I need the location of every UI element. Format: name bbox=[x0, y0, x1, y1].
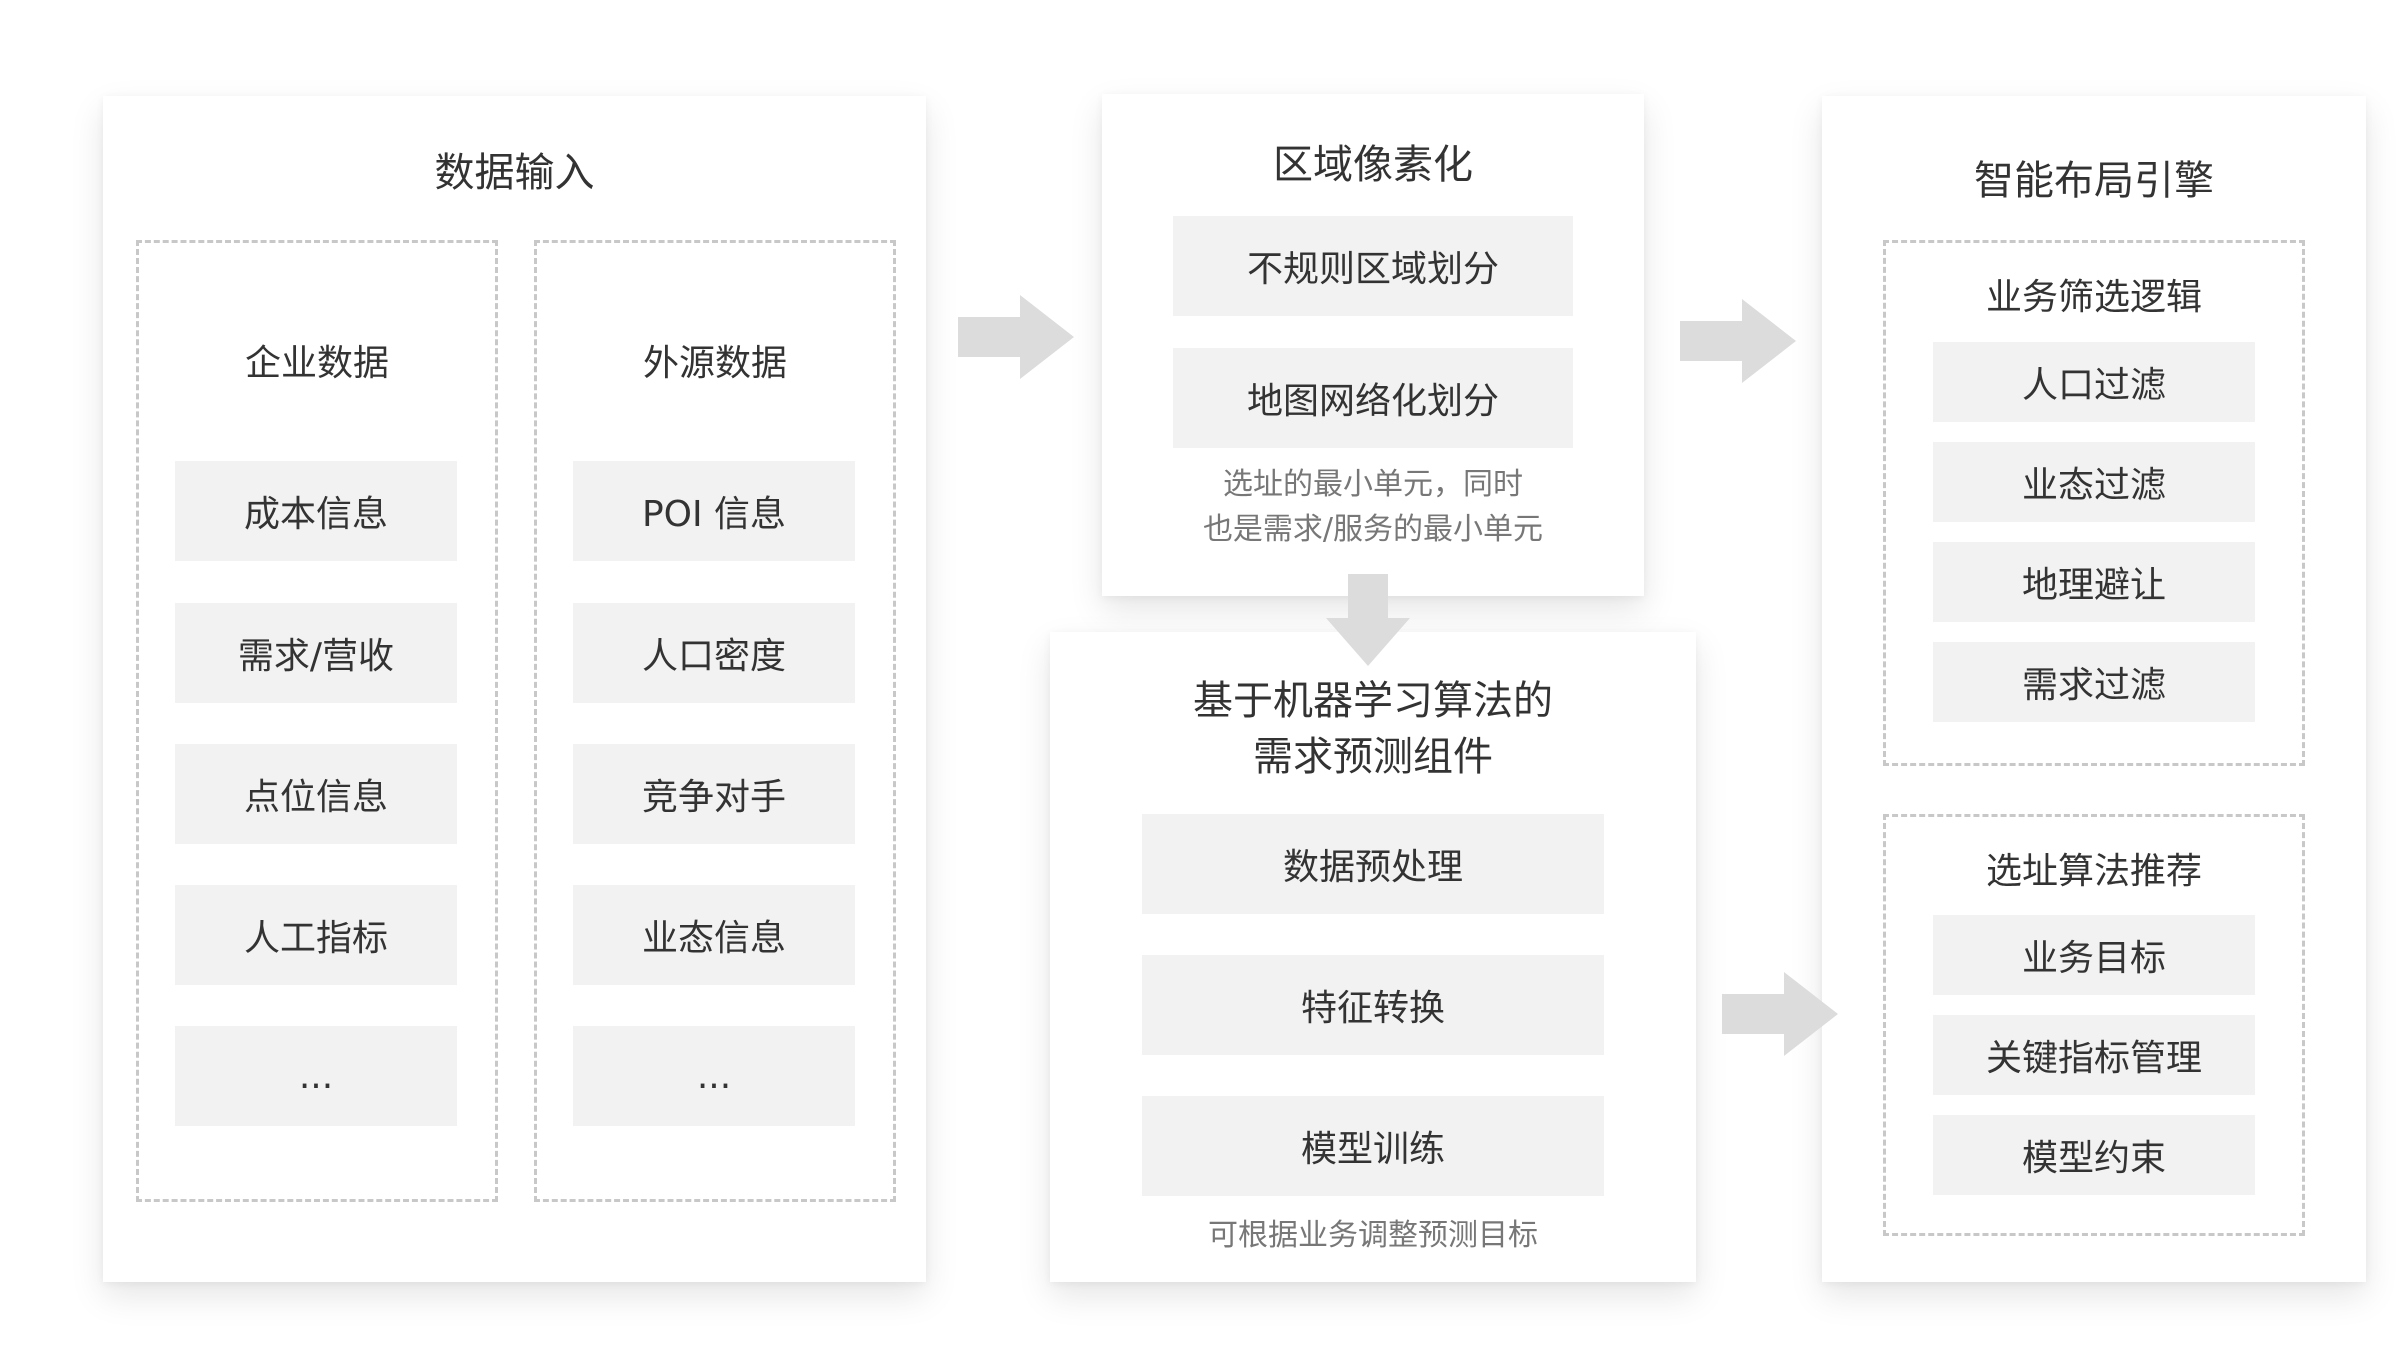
enterprise-item: ... bbox=[175, 1026, 457, 1126]
pixelization-note-line1: 选址的最小单元，同时 bbox=[1223, 467, 1523, 502]
enterprise-item: 需求/营收 bbox=[175, 603, 457, 703]
external-data-group bbox=[534, 240, 896, 1202]
external-data-title: 外源数据 bbox=[642, 343, 787, 384]
prediction-item: 特征转换 bbox=[1142, 955, 1604, 1055]
filter-item: 业态过滤 bbox=[1933, 442, 2255, 522]
external-item: ... bbox=[573, 1026, 855, 1126]
prediction-item: 模型训练 bbox=[1142, 1096, 1604, 1196]
pixelization-item: 不规则区域划分 bbox=[1173, 216, 1573, 316]
external-item: 竞争对手 bbox=[573, 744, 855, 844]
arrow-pixelization-to-engine bbox=[1680, 299, 1796, 383]
engine-title: 智能布局引擎 bbox=[1974, 158, 2214, 204]
prediction-title-line1: 基于机器学习算法的 bbox=[1193, 678, 1553, 724]
external-item: 业态信息 bbox=[573, 885, 855, 985]
enterprise-data-group bbox=[136, 240, 498, 1202]
enterprise-item: 点位信息 bbox=[175, 744, 457, 844]
enterprise-item: 人工指标 bbox=[175, 885, 457, 985]
algorithm-recommend-title: 选址算法推荐 bbox=[1985, 851, 2202, 892]
data-input-title: 数据输入 bbox=[434, 150, 595, 196]
filter-item: 需求过滤 bbox=[1933, 642, 2255, 722]
arrow-input-to-pixelization bbox=[958, 295, 1074, 379]
pixelization-title: 区域像素化 bbox=[1273, 142, 1473, 188]
business-filter-title: 业务筛选逻辑 bbox=[1985, 277, 2202, 318]
recommend-item: 关键指标管理 bbox=[1933, 1015, 2255, 1095]
enterprise-data-title: 企业数据 bbox=[244, 343, 389, 384]
prediction-item: 数据预处理 bbox=[1142, 814, 1604, 914]
algorithm-recommend-group bbox=[1883, 814, 2305, 1236]
business-filter-group bbox=[1883, 240, 2305, 766]
prediction-note: 可根据业务调整预测目标 bbox=[1208, 1218, 1538, 1253]
recommend-item: 业务目标 bbox=[1933, 915, 2255, 995]
pixelization-note-line2: 也是需求/服务的最小单元 bbox=[1202, 512, 1544, 547]
external-item: 人口密度 bbox=[573, 603, 855, 703]
arrow-pixelization-to-prediction bbox=[1326, 574, 1410, 666]
external-item: POI 信息 bbox=[573, 461, 855, 561]
pixelization-card bbox=[1102, 94, 1644, 596]
enterprise-item: 成本信息 bbox=[175, 461, 457, 561]
filter-item: 地理避让 bbox=[1933, 542, 2255, 622]
pixelization-item: 地图网络化划分 bbox=[1173, 348, 1573, 448]
recommend-item: 模型约束 bbox=[1933, 1115, 2255, 1195]
arrow-prediction-to-engine bbox=[1722, 972, 1838, 1056]
filter-item: 人口过滤 bbox=[1933, 342, 2255, 422]
prediction-title-line2: 需求预测组件 bbox=[1253, 734, 1493, 780]
